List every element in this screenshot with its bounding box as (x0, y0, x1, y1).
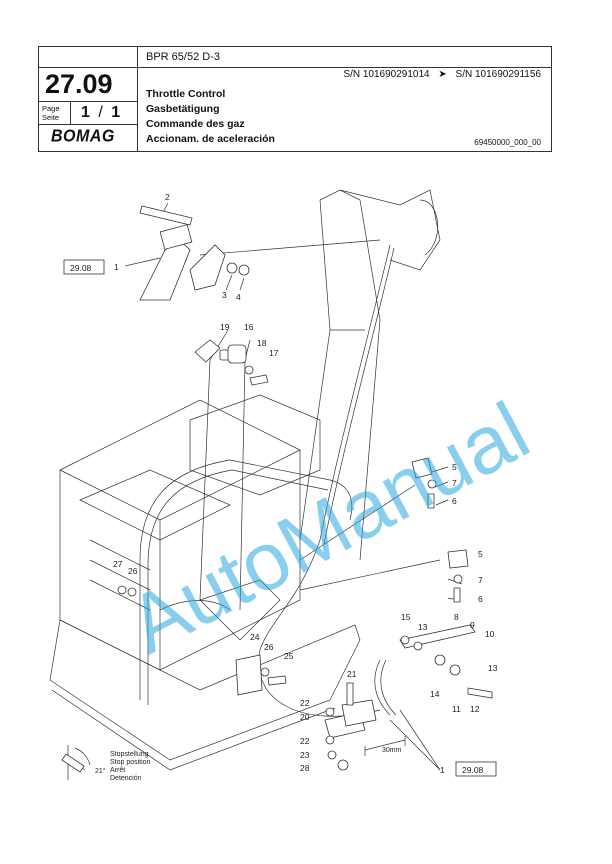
callout-18: 18 (257, 338, 267, 348)
callout-27: 27 (113, 559, 123, 569)
page-current: 1 (81, 104, 90, 121)
callout-4: 4 (236, 292, 241, 302)
left-column-divider (137, 47, 138, 151)
callout-26-left: 26 (128, 566, 138, 576)
stop-position-symbol (61, 745, 91, 780)
callout-9: 9 (470, 620, 475, 630)
callout-numbers: 1 2 3 4 5 6 7 5 7 6 8 9 10 11 12 13 13 1… (113, 192, 498, 775)
part-throttle-lever (139, 205, 193, 301)
callout-7-upper: 7 (452, 478, 457, 488)
callout-7-lower: 7 (478, 575, 483, 585)
callout-1-bottom: 1 (440, 765, 445, 775)
callout-22-upper: 22 (300, 698, 310, 708)
callout-5-upper: 5 (452, 462, 457, 472)
row-divider-left-1 (39, 101, 137, 102)
callout-15: 15 (401, 612, 411, 622)
header-block: BPR 65/52 D-3 S/N 101690291014 ➤ S/N 101… (38, 46, 552, 152)
angle-label: 21° (95, 767, 106, 775)
callout-24: 24 (250, 632, 260, 642)
callout-26-right: 26 (264, 642, 274, 652)
title-english: Throttle Control (146, 88, 226, 100)
callout-5-lower: 5 (478, 549, 483, 559)
callout-28: 28 (300, 763, 310, 773)
page-total: 1 (111, 104, 121, 121)
callout-19: 19 (220, 322, 230, 332)
callout-13-left: 13 (418, 622, 428, 632)
bomag-logo: BOMAG (51, 127, 115, 146)
part-nut-4 (238, 264, 250, 276)
page-label-en: Page (42, 104, 60, 113)
callout-2: 2 (165, 192, 170, 202)
serial-arrow-icon: ➤ (438, 69, 447, 80)
part-washer-3 (226, 262, 238, 274)
serial-from: S/N 101690291014 (343, 69, 430, 80)
reference-box-bottom (455, 761, 497, 777)
callout-14: 14 (430, 689, 440, 699)
machine-body-drawing (49, 189, 441, 771)
part-clamp-5-lower (447, 549, 469, 603)
page-label-de: Seite (42, 113, 60, 122)
stop-label-en: Stop position (110, 759, 151, 766)
callout-13-right: 13 (488, 663, 498, 673)
callout-11: 11 (452, 704, 461, 714)
row-divider-left-2 (39, 124, 137, 125)
callout-1-top: 1 (114, 262, 119, 272)
callout-6-upper: 6 (452, 496, 457, 506)
stop-label-de: Stopstellung (110, 751, 149, 758)
drawing-number: 69450000_000_00 (474, 138, 541, 147)
callout-6-lower: 6 (478, 594, 483, 604)
part-bracket-8 (374, 624, 493, 716)
page-label-divider (70, 101, 71, 124)
stop-label-fr: Arrêt (110, 767, 125, 774)
serial-range: S/N 101690291014 ➤ S/N 101690291156 (343, 69, 541, 80)
callout-21: 21 (347, 669, 357, 679)
part-bracket-20 (324, 682, 377, 771)
part-cable-clamp-upper (194, 339, 269, 386)
dimension-label: 30mm (382, 747, 402, 754)
callout-22-lower: 22 (300, 736, 310, 746)
stop-label-es: Detención (110, 775, 142, 782)
reference-label-bottom: 29.08 (462, 765, 484, 775)
reference-box-top (63, 259, 105, 275)
part-nut-26-27 (117, 585, 137, 597)
stop-position-legend: Stopstellung Stop position Arrêt Detenci… (110, 751, 151, 782)
watermark-text: AutoManual (114, 385, 543, 671)
title-german: Gasbetätigung (146, 103, 220, 115)
group-number: 27.09 (45, 69, 113, 99)
title-spanish: Accionam. de aceleración (146, 133, 275, 145)
callout-17: 17 (269, 348, 279, 358)
serial-to: S/N 101690291156 (455, 69, 541, 80)
part-bracket-24 (235, 654, 287, 696)
model-name: BPR 65/52 D-3 (146, 51, 220, 63)
callout-20: 20 (300, 712, 310, 722)
callout-8: 8 (454, 612, 459, 622)
callout-10: 10 (485, 629, 495, 639)
row-divider-top (39, 67, 551, 68)
callout-12: 12 (470, 704, 480, 714)
title-french: Commande des gaz (146, 118, 245, 130)
dimension-30mm (364, 736, 406, 756)
callout-16: 16 (244, 322, 254, 332)
reference-label-top: 29.08 (70, 263, 92, 273)
page-separator: / (98, 104, 103, 121)
part-lever-bracket (189, 244, 226, 291)
callout-25: 25 (284, 651, 294, 661)
callout-23: 23 (300, 750, 310, 760)
page-indicator: 1 / 1 (81, 104, 120, 122)
part-clamp-5-upper (411, 457, 437, 509)
callout-3: 3 (222, 290, 227, 300)
